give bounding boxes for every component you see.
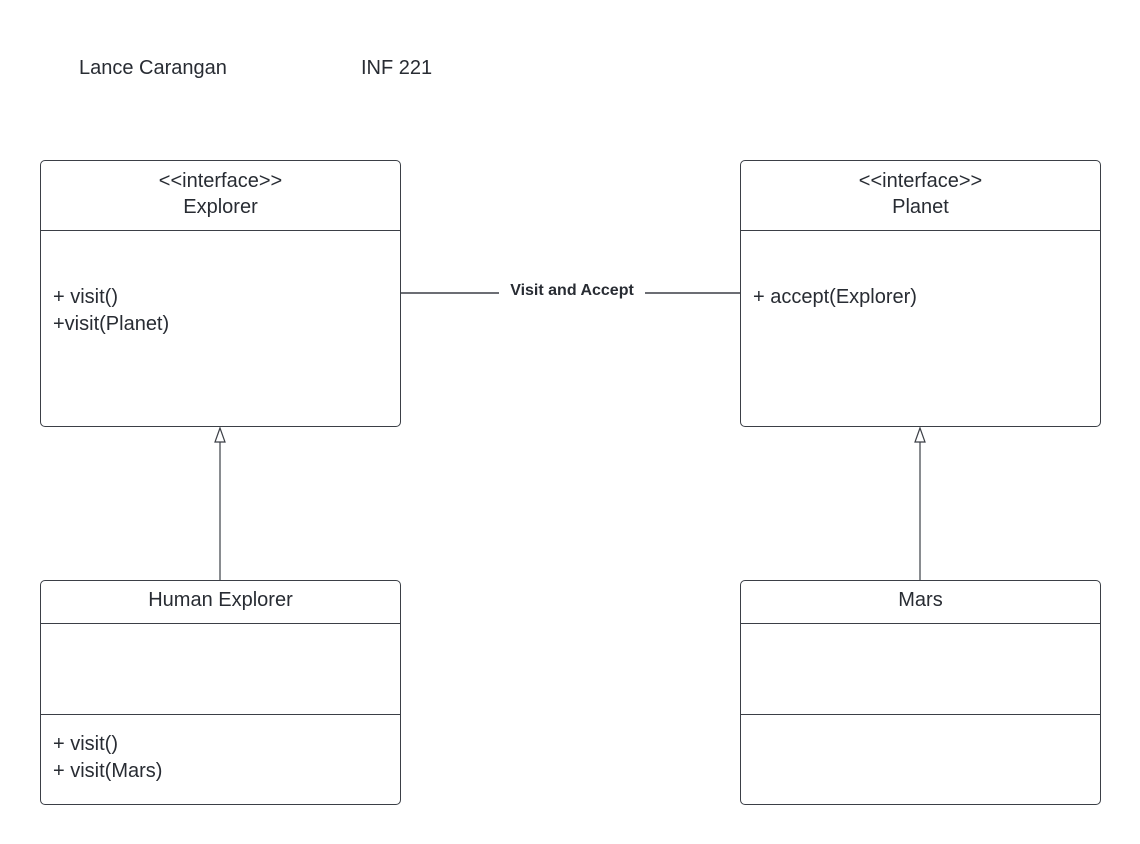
method-list: + visit() +visit(Planet) bbox=[53, 284, 400, 338]
method-item: +visit(Planet) bbox=[53, 313, 170, 335]
association-label: Visit and Accept bbox=[499, 280, 645, 302]
stereotype-label: <<interface>> bbox=[158, 170, 283, 192]
name-compartment: Human Explorer bbox=[41, 581, 400, 624]
methods-compartment: + visit() +visit(Planet) bbox=[41, 231, 400, 426]
class-mars[interactable]: Mars bbox=[740, 580, 1101, 805]
author-name: Lance Carangan bbox=[79, 57, 227, 79]
class-name: Planet bbox=[892, 196, 949, 218]
generalization-arrowhead-planet bbox=[914, 426, 926, 443]
class-explorer[interactable]: <<interface>> Explorer + visit() +visit(… bbox=[40, 160, 401, 427]
method-list: + visit() + visit(Mars) bbox=[53, 731, 400, 785]
method-item: + visit(Mars) bbox=[53, 760, 163, 782]
stereotype-label: <<interface>> bbox=[858, 170, 983, 192]
methods-compartment bbox=[741, 715, 1100, 804]
attributes-compartment bbox=[741, 624, 1100, 715]
class-name: Mars bbox=[898, 589, 943, 611]
method-item: + visit() bbox=[53, 733, 118, 755]
class-planet[interactable]: <<interface>> Planet + accept(Explorer) bbox=[740, 160, 1101, 427]
course-code: INF 221 bbox=[361, 57, 433, 79]
class-name: Explorer bbox=[183, 196, 258, 218]
generalization-arrowhead-explorer bbox=[214, 426, 226, 443]
method-item: + accept(Explorer) bbox=[753, 286, 917, 308]
method-item: + visit() bbox=[53, 286, 118, 308]
name-compartment: <<interface>> Planet bbox=[741, 161, 1100, 231]
class-name: Human Explorer bbox=[148, 589, 293, 611]
name-compartment: <<interface>> Explorer bbox=[41, 161, 400, 231]
attributes-compartment bbox=[41, 624, 400, 715]
methods-compartment: + visit() + visit(Mars) bbox=[41, 715, 400, 804]
method-list: + accept(Explorer) bbox=[753, 284, 1100, 311]
name-compartment: Mars bbox=[741, 581, 1100, 624]
methods-compartment: + accept(Explorer) bbox=[741, 231, 1100, 426]
class-human-explorer[interactable]: Human Explorer + visit() + visit(Mars) bbox=[40, 580, 401, 805]
